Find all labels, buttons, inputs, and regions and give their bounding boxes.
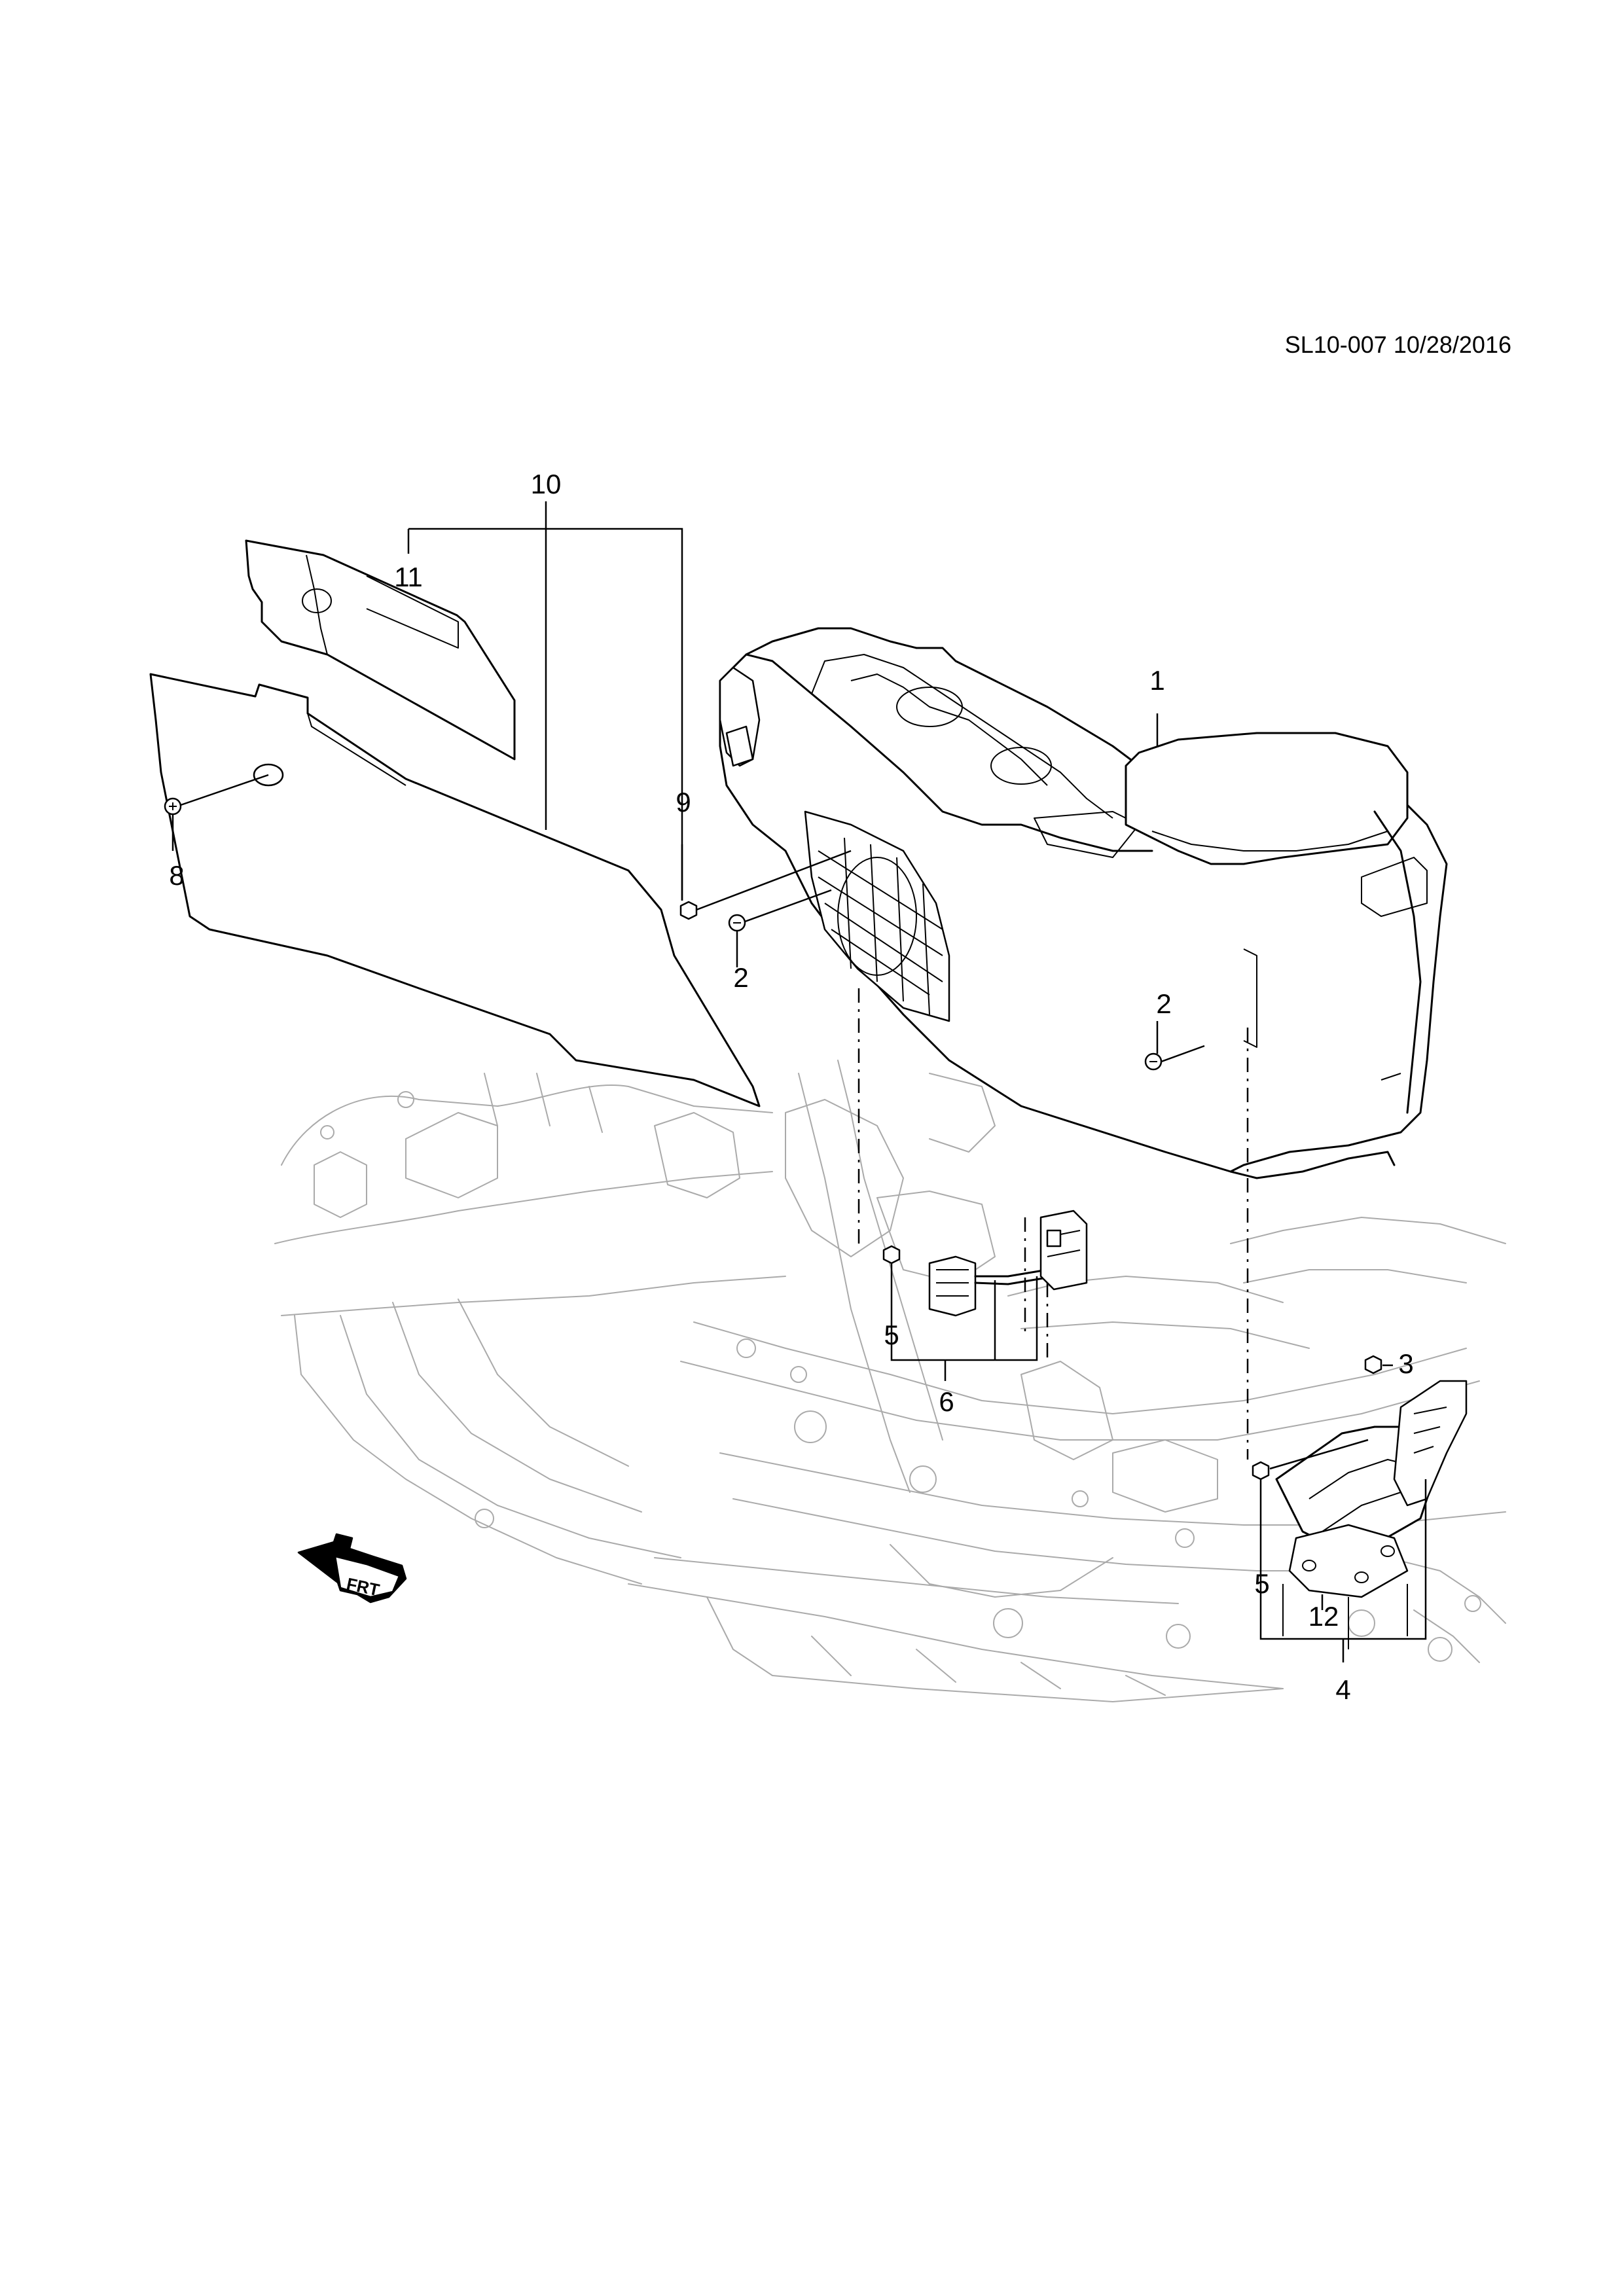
nut-5a-icon (882, 1245, 901, 1265)
bracket-assembly-4 (1275, 1380, 1468, 1649)
vehicle-floor-structure (274, 1060, 1506, 1702)
nut-10-icon (679, 901, 698, 920)
nut-5b-icon (1252, 1461, 1270, 1480)
callout-5b: 5 (1254, 1568, 1269, 1599)
callout-8: 8 (169, 860, 184, 891)
callout-leaders (171, 501, 1427, 1662)
assembly-lines (180, 774, 1369, 1470)
callout-6: 6 (939, 1386, 954, 1417)
center-console-1 (719, 627, 1448, 1179)
nut-3-icon (1364, 1355, 1382, 1374)
harness-assembly-6 (928, 1210, 1088, 1317)
callout-3: 3 (1398, 1348, 1413, 1379)
callout-1: 1 (1149, 665, 1164, 696)
screw-2b-icon (1144, 1052, 1163, 1071)
callout-12: 12 (1308, 1601, 1339, 1632)
diagram-reference: SL10-007 10/28/2016 (1284, 331, 1511, 358)
insulator-panel-11 (245, 539, 516, 761)
callout-11: 11 (394, 562, 423, 592)
side-trim-panel-9 (149, 673, 761, 1107)
screw-2a-icon (728, 914, 746, 932)
screw-8-icon (164, 797, 182, 816)
callout-2b: 2 (1156, 988, 1171, 1019)
callout-9: 10 (531, 469, 562, 499)
front-direction-arrow-icon: FRT (297, 1533, 407, 1604)
callout-2a: 2 (733, 962, 748, 993)
callout-labels: 10 11 9 8 2 1 2 5 6 3 5 12 4 (169, 469, 1413, 1705)
callout-10: 9 (676, 787, 691, 817)
callout-5a: 5 (884, 1319, 899, 1350)
callout-4: 4 (1335, 1674, 1350, 1705)
fasteners (164, 797, 1382, 1480)
